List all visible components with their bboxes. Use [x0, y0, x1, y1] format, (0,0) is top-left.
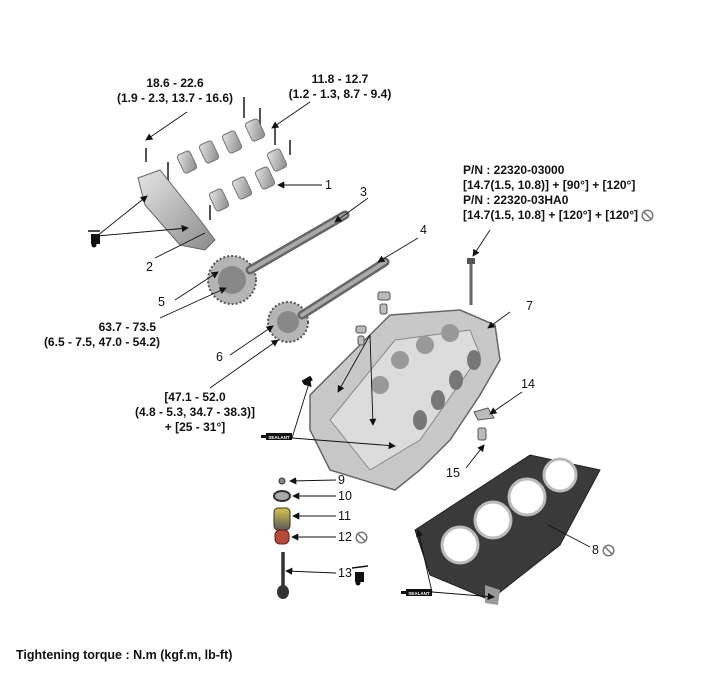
camshaft-caps [176, 118, 288, 212]
part-number-10: 10 [338, 489, 352, 503]
sealant-tube-icon: SEALANT [401, 589, 432, 596]
leader-lines [96, 101, 591, 601]
torque-value: [47.1 - 52.0 [164, 390, 226, 404]
head-bolt [467, 258, 475, 305]
part-number-line: P/N : 22320-03HA0 [463, 193, 569, 207]
part-number-12-text: 12 [338, 530, 352, 544]
camshaft-exhaust [297, 257, 390, 320]
valve [277, 552, 289, 599]
camshaft-intake [245, 210, 350, 275]
torque-value: 11.8 - 12.7 [311, 72, 369, 86]
part-number-3: 3 [360, 185, 367, 199]
part-number-4: 4 [420, 223, 427, 237]
part-number-2: 2 [146, 260, 153, 274]
cvvt-assembly-exhaust [267, 301, 309, 343]
torque-conversion: (1.2 - 1.3, 8.7 - 9.4) [288, 87, 392, 101]
cvvt-assembly-intake [207, 255, 257, 305]
part-number-12: 12 [338, 530, 368, 544]
svg-text:SEALANT: SEALANT [408, 591, 430, 596]
part-number-line: P/N : 22320-03000 [463, 163, 565, 177]
prohibition-icon [641, 209, 654, 222]
cylinder-head [309, 309, 501, 491]
torque-value: 18.6 - 22.6 [146, 76, 204, 90]
valve-spring-retainer [273, 490, 291, 502]
torque-spec-line: [14.7(1.5, 10.8)] + [90°] + [120°] [463, 178, 636, 192]
svg-text:SEALANT: SEALANT [268, 435, 290, 440]
part-number-8: 8 [592, 543, 615, 557]
torque-cam-cap-small: 11.8 - 12.7 (1.2 - 1.3, 8.7 - 9.4) [270, 72, 410, 102]
torque-spec-line: [14.7(1.5, 10.8] + [120°] + [120°] [463, 208, 639, 222]
valve-keeper [278, 477, 286, 485]
front-bearing-cap [137, 169, 216, 251]
prohibition-icon [602, 544, 615, 557]
sealant-tube-icon: SEALANT [261, 433, 292, 440]
torque-head-bolt: P/N : 22320-03000 [14.7(1.5, 10.8)] + [9… [463, 163, 654, 223]
part-number-9: 9 [338, 473, 345, 487]
torque-value: 63.7 - 73.5 [98, 320, 156, 334]
torque-angle: + [25 - 31°] [164, 420, 226, 434]
torque-cam-cap-large: 18.6 - 22.6 (1.9 - 2.3, 13.7 - 16.6) [100, 76, 250, 106]
part-number-6: 6 [216, 350, 223, 364]
torque-conversion: (6.5 - 7.5, 47.0 - 54.2) [43, 335, 160, 349]
oil-can-icon [351, 565, 369, 586]
prohibition-icon [355, 531, 368, 544]
head-gasket [414, 454, 601, 605]
sealant-small-icon [301, 375, 313, 386]
part-number-7: 7 [526, 299, 533, 313]
part-number-1: 1 [325, 178, 332, 192]
part-number-11: 11 [338, 509, 351, 523]
valve-stem-seal [274, 529, 290, 545]
torque-cvvt-exhaust: [47.1 - 52.0 (4.8 - 5.3, 34.7 - 38.3)] +… [115, 390, 275, 435]
part-number-5: 5 [158, 295, 165, 309]
torque-conversion: (1.9 - 2.3, 13.7 - 16.6) [116, 91, 234, 105]
torque-conversion: (4.8 - 5.3, 34.7 - 38.3)] [134, 405, 256, 419]
part-number-8-text: 8 [592, 543, 599, 557]
torque-cvvt-intake: 63.7 - 73.5 (6.5 - 7.5, 47.0 - 54.2) [20, 320, 160, 350]
part-number-15: 15 [446, 466, 460, 480]
torque-unit-legend: Tightening torque : N.m (kgf.m, lb-ft) [16, 648, 233, 662]
part-number-13: 13 [338, 566, 352, 580]
valve-spring [273, 507, 291, 531]
oil-can-icon [88, 230, 100, 248]
part-number-14: 14 [521, 377, 535, 391]
hla-parts [355, 291, 495, 441]
